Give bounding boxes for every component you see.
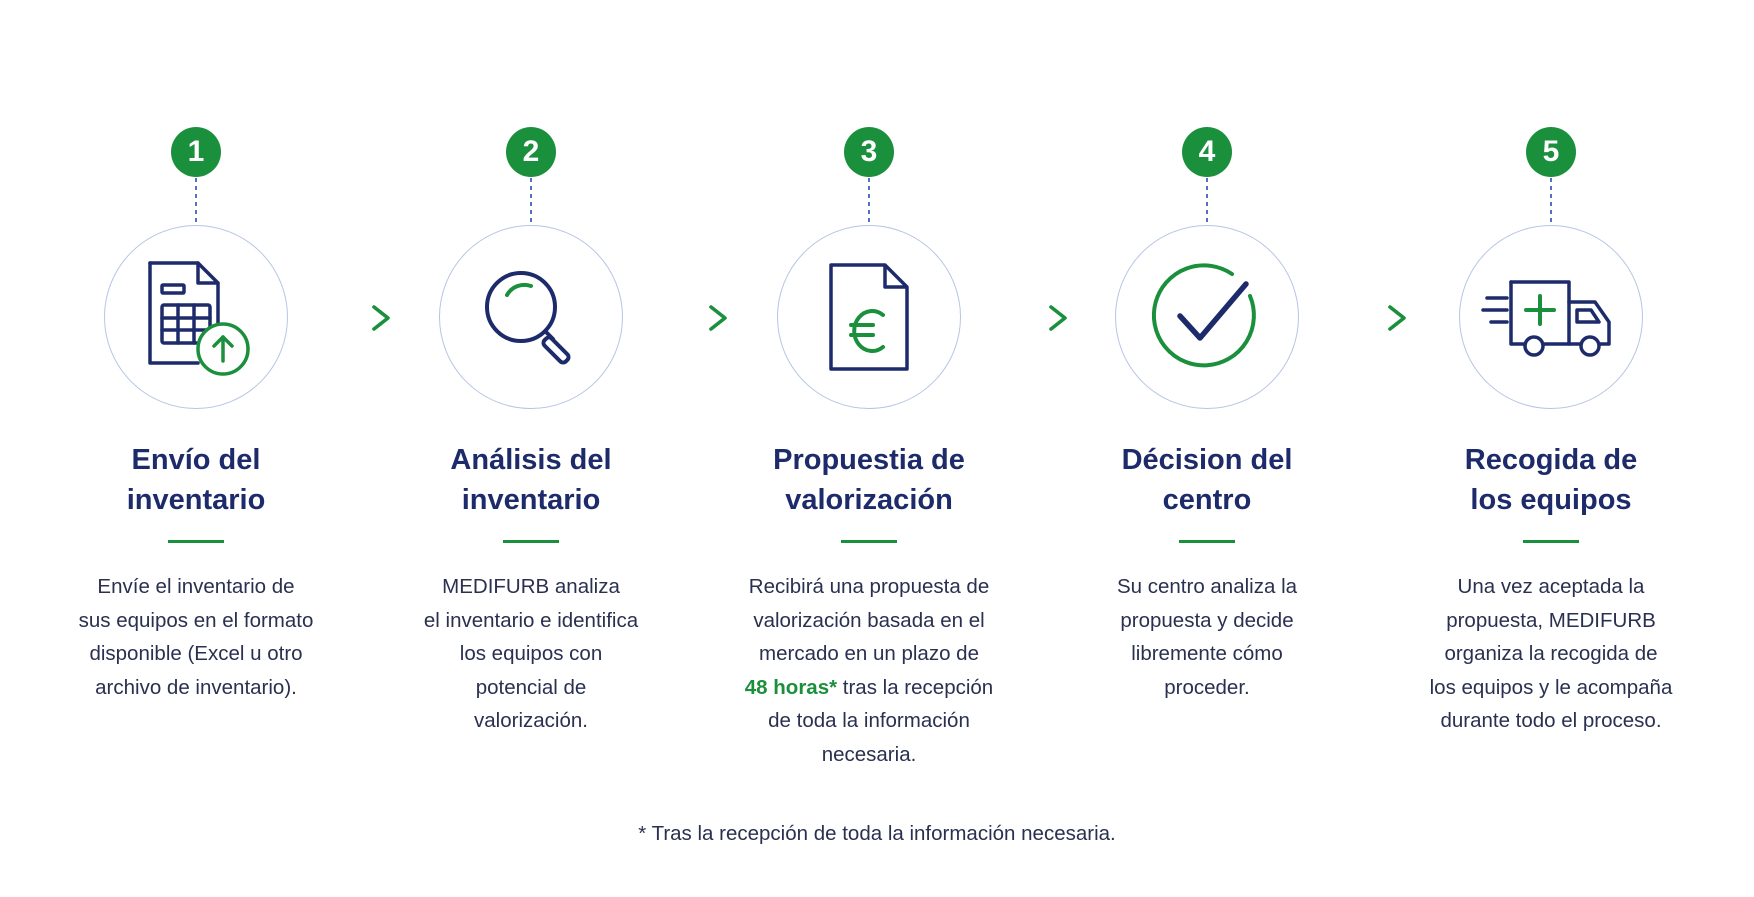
step-description: Una vez aceptada la propuesta, MEDIFURB … (1429, 575, 1673, 732)
step-title: Décision del centro (1121, 444, 1293, 516)
step-5: 5 Recogida de los equipos (1386, 0, 1716, 800)
title-underline (1523, 540, 1579, 543)
step-icon-circle (439, 225, 623, 409)
step-4: 4 Décision del centro Su centro analiza … (1042, 0, 1372, 800)
step-2: 2 Análisis del inventario MEDIFURB anali… (366, 0, 696, 800)
step-number-badge: 3 (844, 127, 894, 177)
checkmark-circle-icon (1151, 263, 1256, 368)
step-number-badge: 5 (1526, 127, 1576, 177)
step-number-badge: 2 (506, 127, 556, 177)
step-title: Recogida de los equipos (1464, 444, 1638, 516)
arrowhead-2 (709, 305, 727, 331)
euro-document-icon (829, 263, 909, 371)
step-icon-circle (777, 225, 961, 409)
arrowhead-3 (1049, 305, 1067, 331)
arrowhead-4 (1388, 305, 1406, 331)
step-number-badge: 4 (1182, 127, 1232, 177)
title-underline (168, 540, 224, 543)
magnifier-icon (485, 271, 571, 365)
title-underline (841, 540, 897, 543)
step-description: Su centro analiza la propuesta y decide … (1116, 575, 1298, 699)
footnote: * Tras la recepción de toda la informaci… (638, 822, 1116, 845)
step-1: 1 Envío del inventario Env (31, 0, 361, 800)
step-title: Análisis del inventario (450, 444, 612, 516)
arrowhead-1 (372, 305, 390, 331)
title-underline (1179, 540, 1235, 543)
step-title: Propuestia de valorización (773, 444, 965, 516)
step-icon-circle (1459, 225, 1643, 409)
step-icon-circle (1115, 225, 1299, 409)
step-description: Recibirá una propuesta de valorización b… (744, 575, 994, 766)
spreadsheet-upload-icon (148, 261, 250, 376)
step-description: MEDIFURB analiza el inventario e identif… (423, 575, 639, 732)
step-description: Envíe el inventario de sus equipos en el… (78, 575, 314, 699)
step-title: Envío del inventario (126, 444, 266, 516)
step-3: 3 Propuestia de valorización Recibirá un… (704, 0, 1034, 800)
medical-truck-icon (1481, 280, 1611, 357)
title-underline (503, 540, 559, 543)
highlight-48-hours: 48 horas* (744, 675, 838, 699)
step-icon-circle (104, 225, 288, 409)
step-number-badge: 1 (171, 127, 221, 177)
